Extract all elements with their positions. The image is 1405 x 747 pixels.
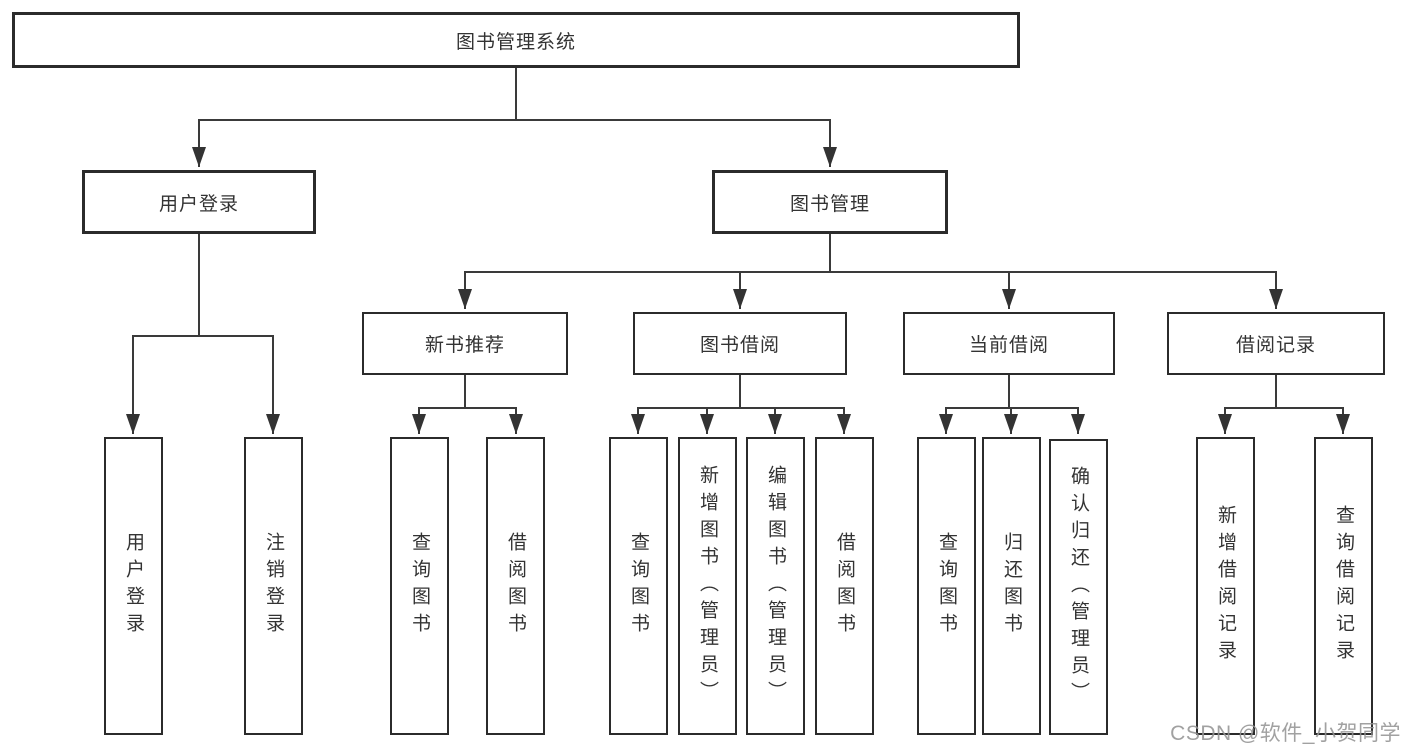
node-user-login: 用户登录 [82,170,316,234]
node-leaf-user-login: 用户登录 [104,437,163,735]
node-leaf-query-book-1: 查询图书 [390,437,449,735]
connector-borrow-record-children [1218,375,1350,434]
node-leaf-query-borrow-record: 查询借阅记录 [1314,437,1373,735]
node-leaf-borrow-book-1: 借阅图书 [486,437,545,735]
node-borrow-record: 借阅记录 [1167,312,1385,375]
connector-book-management-children [458,234,1283,309]
connector-new-book-children [412,375,523,434]
node-leaf-logout: 注销登录 [244,437,303,735]
connector-current-borrow-children [939,375,1085,434]
node-leaf-query-book-3: 查询图书 [917,437,976,735]
connector-book-borrow-children [631,375,851,434]
connector-user-login-children [126,234,280,434]
node-book-management: 图书管理 [712,170,948,234]
node-leaf-add-book-admin: 新增图书（管理员） [678,437,737,735]
node-new-book-recommend: 新书推荐 [362,312,568,375]
node-leaf-confirm-return-admin: 确认归还（管理员） [1049,439,1108,735]
node-current-borrow: 当前借阅 [903,312,1115,375]
node-leaf-query-book-2: 查询图书 [609,437,668,735]
connector-root-to-level2 [192,68,837,167]
node-leaf-edit-book-admin: 编辑图书（管理员） [746,437,805,735]
node-leaf-return-book: 归还图书 [982,437,1041,735]
node-leaf-add-borrow-record: 新增借阅记录 [1196,437,1255,735]
node-system-root: 图书管理系统 [12,12,1020,68]
node-book-borrow: 图书借阅 [633,312,847,375]
node-leaf-borrow-book-2: 借阅图书 [815,437,874,735]
